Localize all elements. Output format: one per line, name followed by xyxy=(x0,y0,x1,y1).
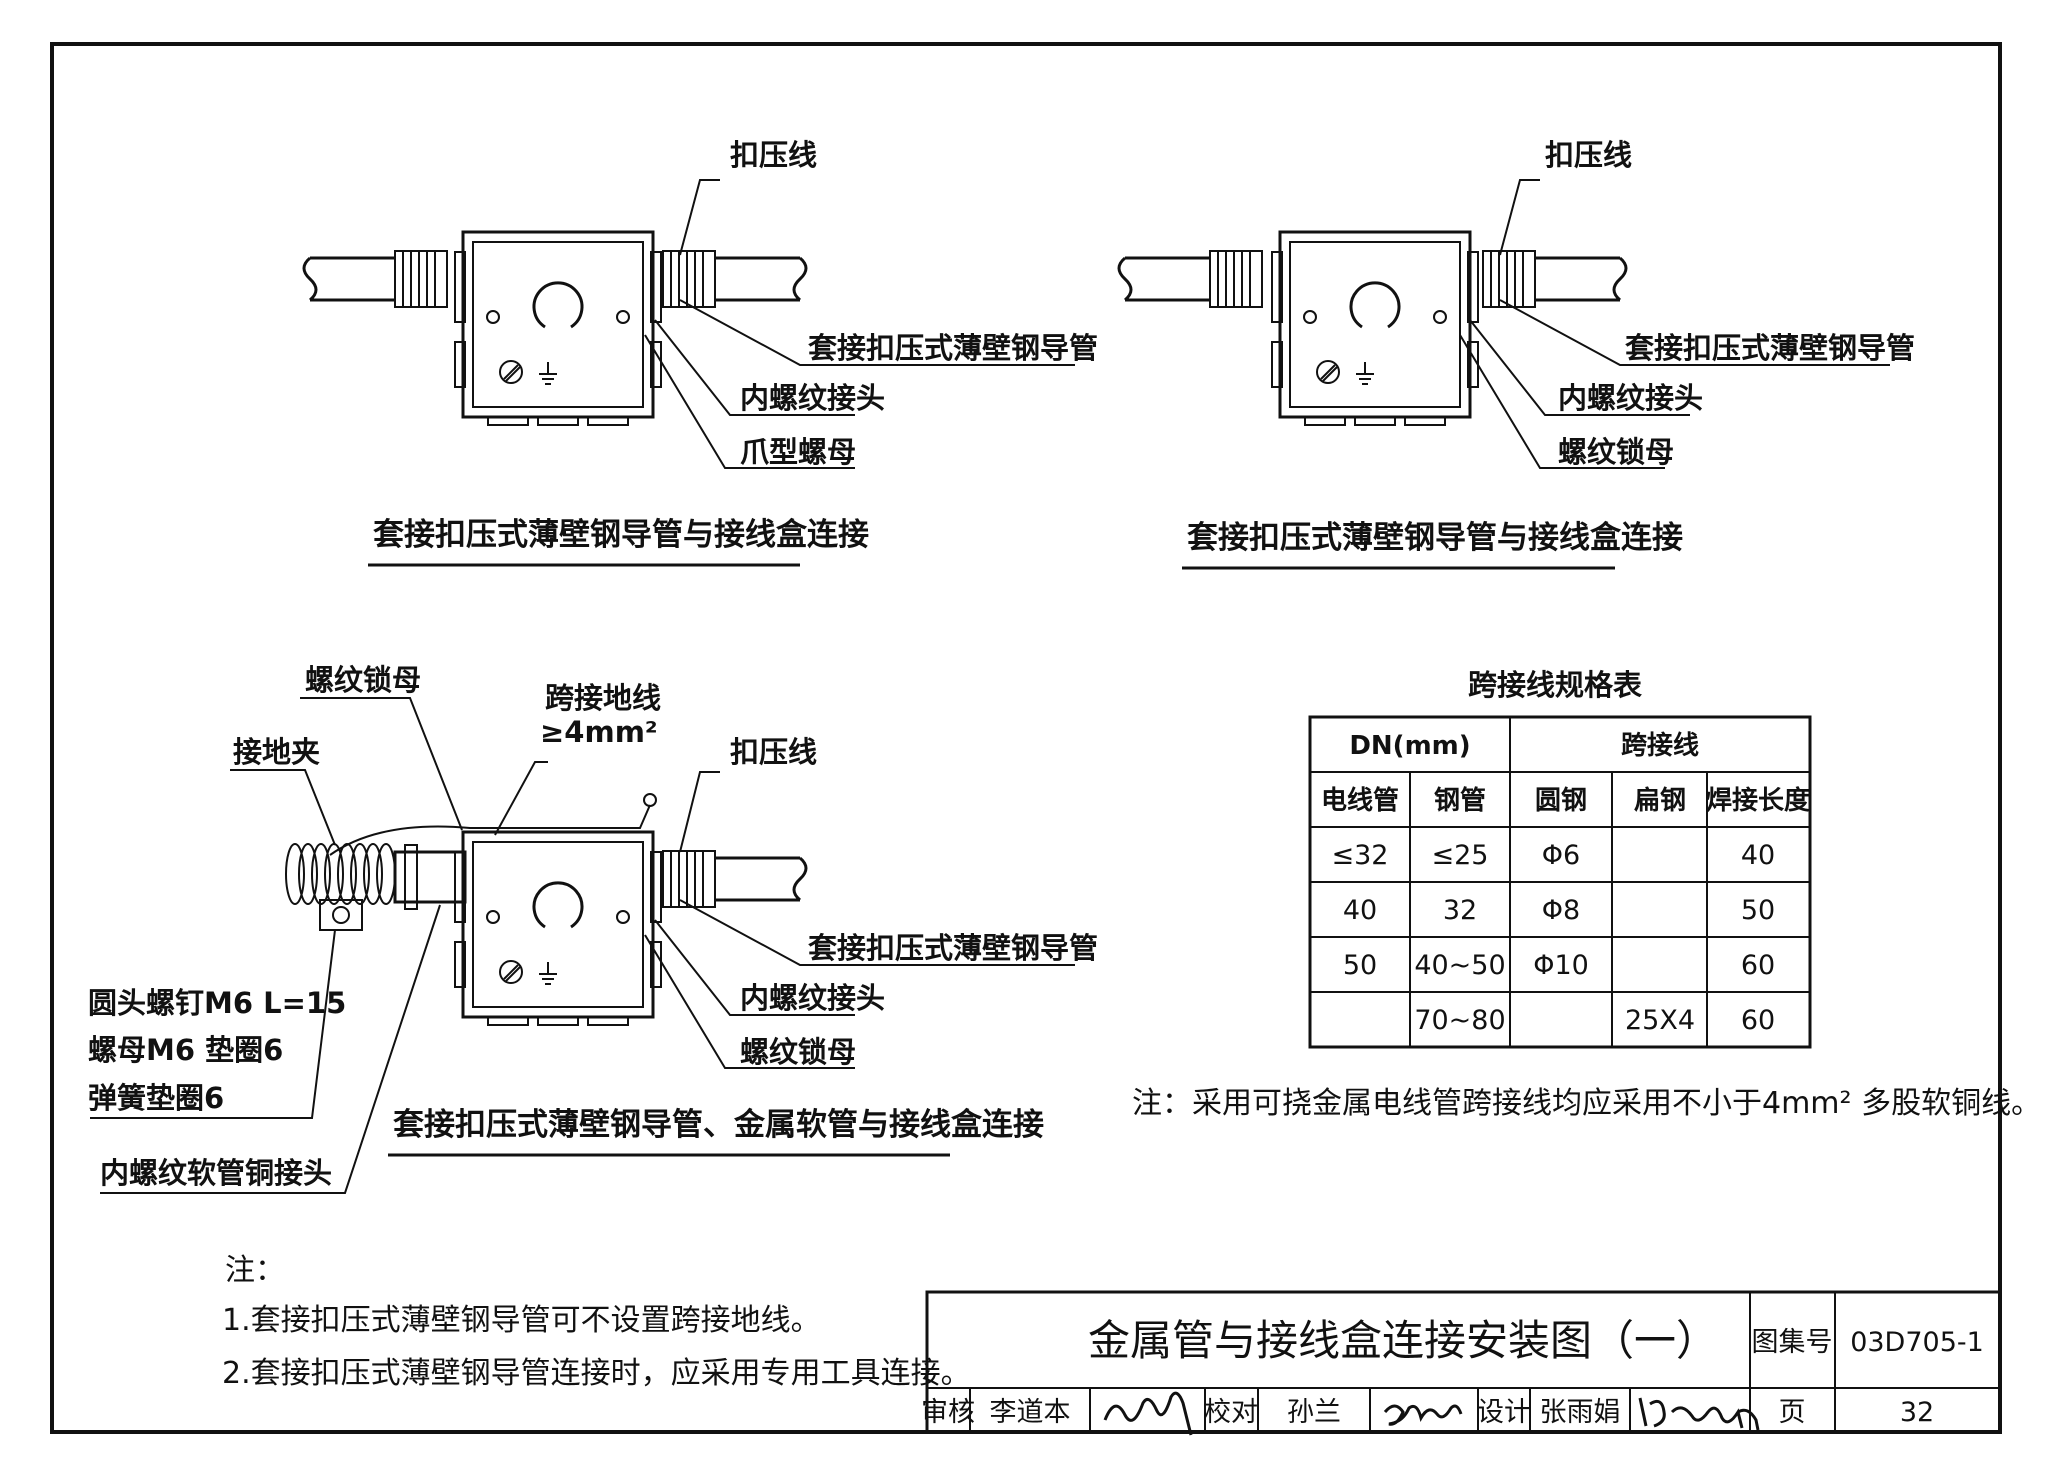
table-header: 圆钢 xyxy=(1535,786,1587,816)
table-group-jumper: 跨接线 xyxy=(1621,731,1699,761)
reviewer-name: 李道本 xyxy=(990,1397,1071,1428)
table-cell: 50 xyxy=(1741,895,1775,926)
label-hose-joint: 内螺纹软管铜接头 xyxy=(100,1156,332,1190)
label-ground-clamp: 接地夹 xyxy=(233,735,320,769)
diagram-top-left: 扣压线 套接扣压式薄壁钢导管 内螺纹接头 爪型螺母 套接扣压式薄壁钢导管与接线盒… xyxy=(302,138,1098,567)
atlas-label: 图集号 xyxy=(1752,1327,1833,1358)
note-item: 1.套接扣压式薄壁钢导管可不设置跨接地线。 xyxy=(222,1303,821,1338)
diagram-top-right: 扣压线 套接扣压式薄壁钢导管 内螺纹接头 螺纹锁母 套接扣压式薄壁钢导管与接线盒… xyxy=(1117,138,1915,570)
drawing-title: 金属管与接线盒连接安装图（一） xyxy=(1088,1316,1718,1365)
notes-heading: 注： xyxy=(225,1253,285,1288)
check-label: 校对 xyxy=(1204,1397,1258,1428)
label-crimp-line-bl: 扣压线 xyxy=(730,735,817,769)
label-claw-nut-tl: 爪型螺母 xyxy=(740,435,856,469)
flexible-hose xyxy=(285,843,396,905)
checker-signature xyxy=(1383,1404,1463,1426)
label-jumper-spec: ≥4mm² xyxy=(540,715,658,749)
page-number: 32 xyxy=(1900,1397,1934,1428)
label-pipe-tr: 套接扣压式薄壁钢导管 xyxy=(1625,331,1915,365)
table-cell: 50 xyxy=(1343,950,1377,981)
note-item: 2.套接扣压式薄壁钢导管连接时，应采用专用工具连接。 xyxy=(222,1356,971,1391)
atlas-number: 03D705-1 xyxy=(1850,1327,1984,1358)
label-pipe-bl: 套接扣压式薄壁钢导管 xyxy=(808,931,1098,965)
table-cell: ≤32 xyxy=(1332,840,1389,871)
table-cell: Φ6 xyxy=(1542,840,1580,871)
label-inner-thread-tr: 内螺纹接头 xyxy=(1558,381,1703,415)
label-inner-thread-tl: 内螺纹接头 xyxy=(740,381,885,415)
table-cell: Φ8 xyxy=(1542,895,1580,926)
label-crimp-line-tr: 扣压线 xyxy=(1545,138,1632,172)
table-cell: 60 xyxy=(1741,1005,1775,1036)
label-lock-nut-bl: 螺纹锁母 xyxy=(740,1035,856,1069)
table-cell: 40 xyxy=(1741,840,1775,871)
checker-name: 孙兰 xyxy=(1287,1397,1341,1428)
table-cell: 40 xyxy=(1343,895,1377,926)
label-crimp-line-tl: 扣压线 xyxy=(730,138,817,172)
table-cell: 32 xyxy=(1443,895,1477,926)
label-screw-2: 螺母M6 垫圈6 xyxy=(88,1033,283,1067)
review-label: 审核 xyxy=(921,1397,975,1428)
table-group-dn: DN(mm) xyxy=(1349,731,1470,761)
table-header: 焊接长度 xyxy=(1706,785,1810,816)
caption-bottom-left: 套接扣压式薄壁钢导管、金属软管与接线盒连接 xyxy=(393,1107,1044,1143)
label-inner-thread-bl: 内螺纹接头 xyxy=(740,981,885,1015)
title-block: 金属管与接线盒连接安装图（一） 图集号 03D705-1 审核 李道本 校对 孙… xyxy=(921,1290,2002,1436)
table-header: 扁钢 xyxy=(1634,786,1686,816)
label-pipe-tl: 套接扣压式薄壁钢导管 xyxy=(808,331,1098,365)
sheet-border xyxy=(50,42,2002,1434)
reviewer-signature xyxy=(1103,1391,1193,1436)
label-screw-1: 圆头螺钉M6 L=15 xyxy=(88,986,346,1020)
page-label: 页 xyxy=(1779,1397,1806,1428)
table-cell: 70~80 xyxy=(1414,1005,1505,1036)
label-screw-3: 弹簧垫圈6 xyxy=(88,1081,224,1115)
label-jumper-title: 跨接地线 xyxy=(545,681,661,715)
table-cell: Φ10 xyxy=(1533,950,1589,981)
caption-top-right: 套接扣压式薄壁钢导管与接线盒连接 xyxy=(1187,520,1683,556)
spec-table: 跨接线规格表 DN(mm) 跨接线 电线管 钢管 圆钢 扁钢 焊接长度 ≤32 … xyxy=(1132,668,2041,1121)
diagram-bottom-left: 螺纹锁母 跨接地线 ≥4mm² 接地夹 扣压线 套接扣压式薄壁钢导管 内螺纹接头… xyxy=(88,663,1098,1194)
label-lock-nut-tr: 螺纹锁母 xyxy=(1558,435,1674,469)
caption-top-left: 套接扣压式薄壁钢导管与接线盒连接 xyxy=(373,517,869,553)
general-notes: 注： 1.套接扣压式薄壁钢导管可不设置跨接地线。 2.套接扣压式薄壁钢导管连接时… xyxy=(222,1253,971,1391)
table-cell: 40~50 xyxy=(1414,950,1505,981)
designer-name: 张雨娟 xyxy=(1540,1397,1621,1428)
spec-table-note: 注：采用可挠金属电线管跨接线均应采用不小于4mm² 多股软铜线。 xyxy=(1132,1086,2041,1121)
label-lock-nut-top: 螺纹锁母 xyxy=(305,663,421,697)
table-header: 电线管 xyxy=(1321,786,1399,816)
table-cell: 25X4 xyxy=(1625,1005,1695,1036)
table-cell: 60 xyxy=(1741,950,1775,981)
table-cell: ≤25 xyxy=(1432,840,1489,871)
spec-table-title: 跨接线规格表 xyxy=(1468,668,1642,702)
table-header: 钢管 xyxy=(1434,786,1486,816)
design-label: 设计 xyxy=(1477,1397,1531,1428)
designer-signature xyxy=(1638,1397,1760,1431)
